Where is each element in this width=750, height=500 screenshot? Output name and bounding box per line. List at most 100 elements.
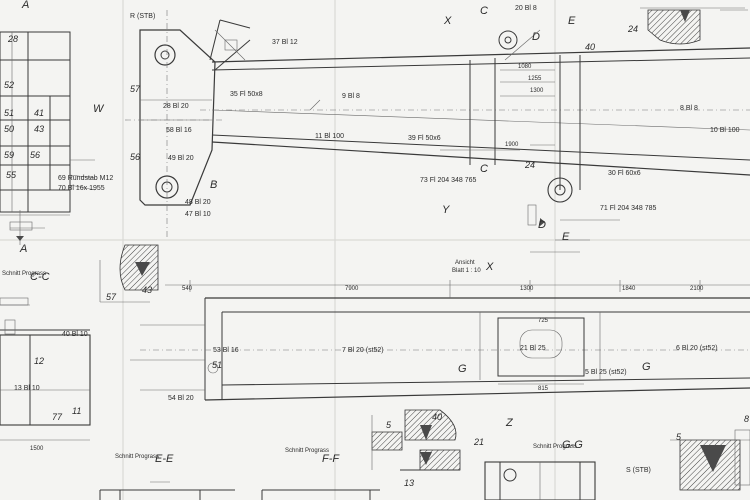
dim-2100: 2100 <box>690 286 704 292</box>
view-w-label: W <box>93 103 105 115</box>
marker-d-mid: D <box>538 219 546 231</box>
section-ee-title: E-E <box>155 453 174 465</box>
marker-a-top: A <box>21 0 29 11</box>
part-37: 37 Bl 12 <box>272 39 298 46</box>
main-beam-upper <box>200 29 750 253</box>
dim-540: 540 <box>182 286 193 292</box>
marker-d-top: D <box>532 31 540 43</box>
dim-1840: 1840 <box>622 286 636 292</box>
marker-e-top: E <box>568 15 576 27</box>
dim-1500: 1500 <box>30 446 44 452</box>
part-43: 43 <box>34 124 44 134</box>
part-9: 9 Bl 8 <box>342 93 360 100</box>
part-24-top: 24 <box>627 24 638 34</box>
part-56-left: 56 <box>30 150 40 160</box>
marker-a-bottom: A <box>19 243 27 255</box>
weld-detail-bottom-right <box>670 429 750 491</box>
part-11-cc: 11 <box>72 406 81 416</box>
left-elevation-view <box>0 31 96 245</box>
part-43-weld: 43 <box>142 285 152 295</box>
part-52: 52 <box>4 80 14 90</box>
section-ff-subtitle: Schnitt Prograss <box>285 448 329 454</box>
weld-detail-top-right <box>640 7 748 45</box>
part-54: 54 Bl 20 <box>168 395 194 402</box>
part-71: 71 Fl 204 348 785 <box>600 205 657 212</box>
part-51-lower: 51 <box>212 360 222 370</box>
part-11: 11 Bl 100 <box>315 133 344 140</box>
part-70-label: 70 Bl 16x 1955 <box>58 185 105 192</box>
marker-c-mid: C <box>480 163 488 175</box>
part-13-cc: 13 Bl 10 <box>14 385 40 392</box>
end-bracket-plate <box>125 10 251 240</box>
marker-s: S (STB) <box>626 467 651 474</box>
part-57-weld: 57 <box>106 292 117 302</box>
part-28-bracket: 28 Bl 20 <box>163 103 189 110</box>
part-30: 30 Fl 60x6 <box>608 170 641 177</box>
part-47: 47 Bl 10 <box>185 211 211 218</box>
part-8-right: 8 <box>744 414 749 424</box>
section-cc <box>0 297 91 441</box>
section-ee-subtitle: Schnitt Prograss <box>115 454 159 460</box>
dim-1255: 1255 <box>528 76 542 82</box>
weld-detail-57-43 <box>99 244 159 303</box>
part-48: 48 Bl 20 <box>185 199 211 206</box>
part-20: 20 Bl 8 <box>515 5 537 12</box>
part-50: 50 <box>4 124 14 134</box>
main-beam-lower-view <box>130 280 750 401</box>
dim-1900: 1900 <box>505 142 519 148</box>
section-gg-title: G-G <box>562 439 583 451</box>
section-cc-subtitle: Schnitt Prograss <box>2 271 46 277</box>
section-cc-title: C-C <box>30 271 50 283</box>
part-12-cc: 12 <box>34 356 44 366</box>
part-5-weld: 5 <box>386 420 392 430</box>
ansicht-scale: Blatt 1 : 10 <box>452 268 481 274</box>
part-7: 7 Bl 20 (st52) <box>342 347 384 354</box>
weld-detail-middle-bottom <box>371 409 461 471</box>
part-35: 35 Fl 50x8 <box>230 91 263 98</box>
marker-g-left: G <box>458 363 467 375</box>
dim-1300b: 1300 <box>530 88 544 94</box>
part-40-weld: 40 <box>432 412 442 422</box>
marker-z: Z <box>505 417 514 429</box>
part-13-weld: 13 <box>404 478 414 488</box>
part-40-cc: 40 Bl 10 <box>62 331 88 338</box>
part-57-top: 57 <box>130 84 141 94</box>
dim-1300: 1300 <box>520 286 534 292</box>
part-8: 8 Bl 8 <box>680 105 698 112</box>
part-69-label: 69 Rundstab M12 <box>58 175 113 182</box>
part-53: 53 Bl 16 <box>213 347 239 354</box>
part-56-bracket: 56 <box>130 152 140 162</box>
part-59: 59 <box>4 150 14 160</box>
part-5-lower: 5 Bl 25 (st52) <box>585 369 627 376</box>
dim-7900: 7900 <box>345 286 359 292</box>
marker-e-mid: E <box>562 231 570 243</box>
dim-1080: 1080 <box>518 64 532 70</box>
part-55: 55 <box>6 170 17 180</box>
part-39: 39 Fl 50x6 <box>408 135 441 142</box>
part-10: 10 Bl 100 <box>710 127 740 134</box>
section-ee <box>99 481 235 500</box>
part-51: 51 <box>4 108 14 118</box>
part-5-right: 5 <box>676 432 682 442</box>
part-5-top: 40 <box>585 42 595 52</box>
part-21: 21 Bl 25 <box>520 345 546 352</box>
part-73: 73 Fl 204 348 765 <box>420 177 477 184</box>
marker-b: B <box>210 179 217 191</box>
dim-725: 725 <box>538 318 549 324</box>
marker-r: R (STB) <box>130 13 155 20</box>
view-x-label: X <box>485 261 494 273</box>
view-x-top-label: X <box>443 15 452 27</box>
view-y-label: Y <box>442 204 450 216</box>
section-ff <box>261 489 380 500</box>
section-gg <box>484 461 596 500</box>
section-gg-subtitle: Schnitt Prograss <box>533 444 577 450</box>
marker-c-top: C <box>480 5 488 17</box>
part-24-mid: 24 <box>524 160 535 170</box>
part-49: 49 Bl 20 <box>168 155 194 162</box>
section-ff-title: F-F <box>322 453 340 465</box>
marker-g-right: G <box>642 361 651 373</box>
part-58: 58 Bl 16 <box>166 127 192 134</box>
dim-815: 815 <box>538 386 549 392</box>
ansicht-title: Ansicht <box>455 260 475 266</box>
